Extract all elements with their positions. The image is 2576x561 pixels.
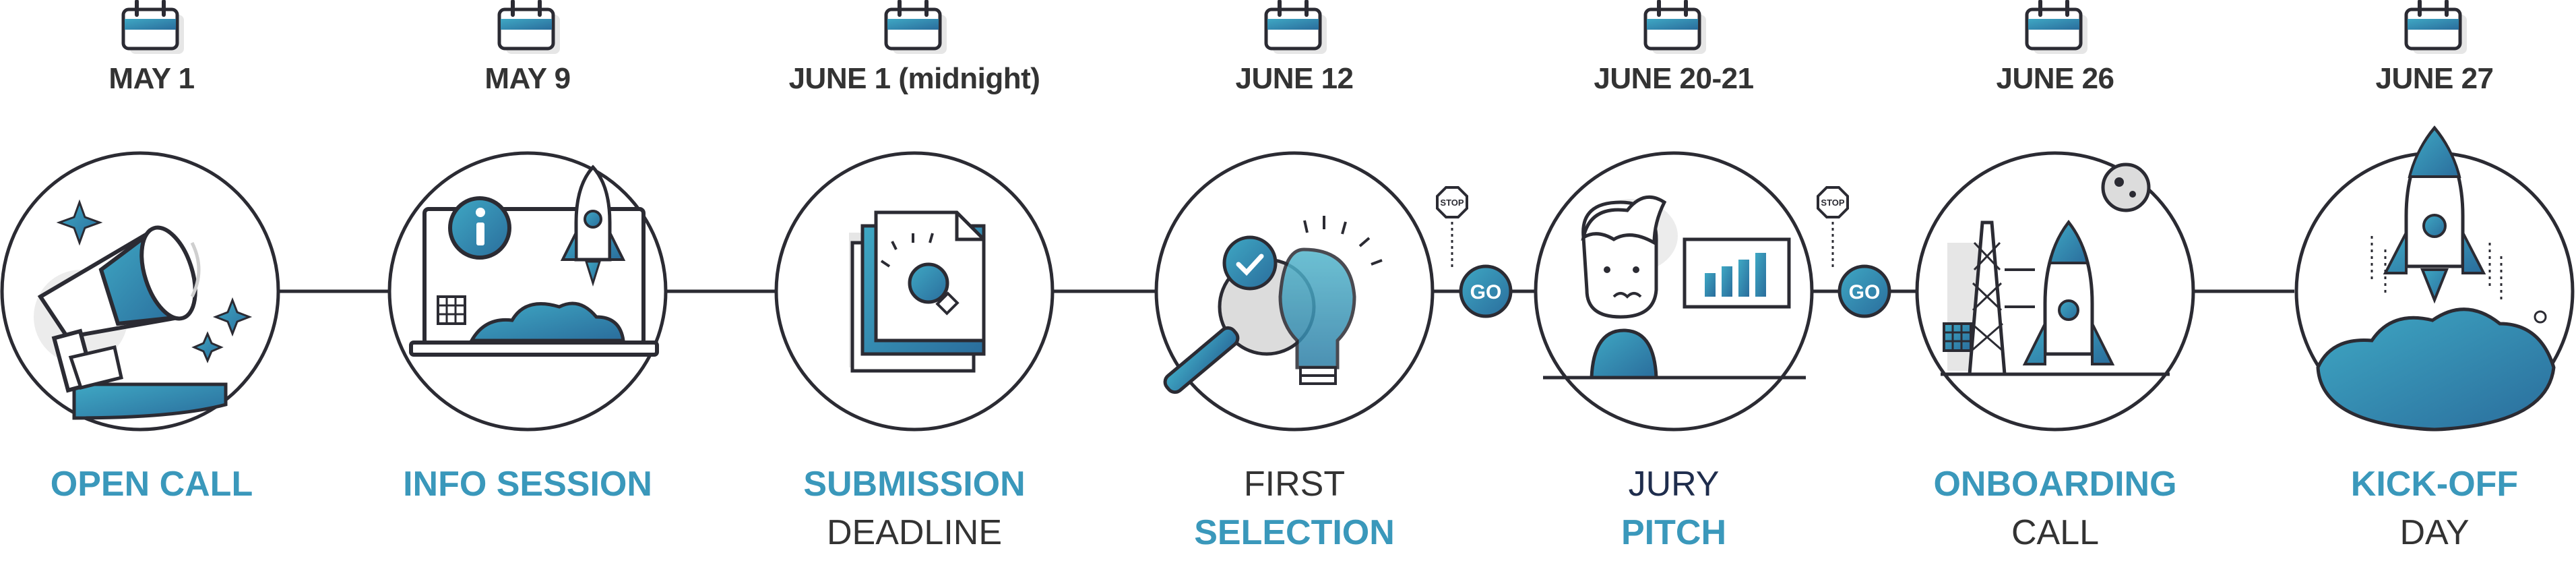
stage-date-kick-off-day: JUNE 27 — [2375, 62, 2494, 95]
calendar-icon — [884, 0, 947, 54]
stage-date-first-selection: JUNE 12 — [1235, 62, 1354, 95]
stage-subtitle-kick-off-day: DAY — [2399, 513, 2470, 552]
stage-subtitle-jury-pitch: PITCH — [1621, 513, 1726, 552]
stop-label: STOP — [1821, 198, 1844, 208]
stage-title-onboarding-call: ONBOARDING — [1933, 465, 2177, 504]
go-badge — [1837, 264, 1891, 318]
gate-2: STOP GO — [1813, 186, 1891, 318]
presenter-chart-icon — [1543, 195, 1806, 380]
stage-date-onboarding-call: JUNE 26 — [1996, 62, 2114, 95]
stage-title-first-selection: FIRST — [1243, 465, 1346, 504]
rocket-launch-icon — [2316, 125, 2556, 432]
go-label: GO — [1849, 281, 1881, 303]
stage-date-jury-pitch: JUNE 20-21 — [1594, 62, 1754, 95]
stage-subtitle-first-selection: SELECTION — [1194, 513, 1395, 552]
stage-date-submission-deadline: JUNE 1 (midnight) — [788, 62, 1040, 95]
documents-lightbulb-icon — [849, 210, 986, 373]
stage-subtitle-onboarding-call: CALL — [2011, 513, 2100, 552]
stop-sign-icon — [1436, 186, 1468, 218]
stage-title-info-session: INFO SESSION — [403, 465, 652, 504]
magnifier-lightbulb-icon — [1163, 216, 1383, 394]
stage-subtitle-submission-deadline: DEADLINE — [826, 513, 1003, 552]
stop-label: STOP — [1440, 198, 1464, 208]
megaphone-icon — [34, 199, 253, 420]
stage-date-open-call: MAY 1 — [108, 62, 195, 95]
stop-sign-icon — [1817, 186, 1849, 218]
launchpad-rocket-icon — [1941, 163, 2170, 376]
stage-title-open-call: OPEN CALL — [50, 465, 253, 504]
calendar-icon — [1264, 0, 1327, 54]
go-label: GO — [1470, 281, 1502, 303]
laptop-rocket-icon — [409, 165, 659, 357]
calendar-icon — [2025, 0, 2087, 54]
calendar-icon — [121, 0, 184, 54]
stage-date-info-session: MAY 9 — [484, 62, 571, 95]
calendar-icon — [497, 0, 560, 54]
gate-1: STOP GO — [1435, 186, 1513, 318]
go-badge — [1459, 264, 1513, 318]
stage-title-jury-pitch: JURY — [1628, 465, 1720, 504]
stage-title-submission-deadline: SUBMISSION — [803, 465, 1026, 504]
stage-title-kick-off-day: KICK-OFF — [2350, 465, 2519, 504]
calendar-icon — [1643, 0, 1706, 54]
calendar-icon — [2404, 0, 2467, 54]
